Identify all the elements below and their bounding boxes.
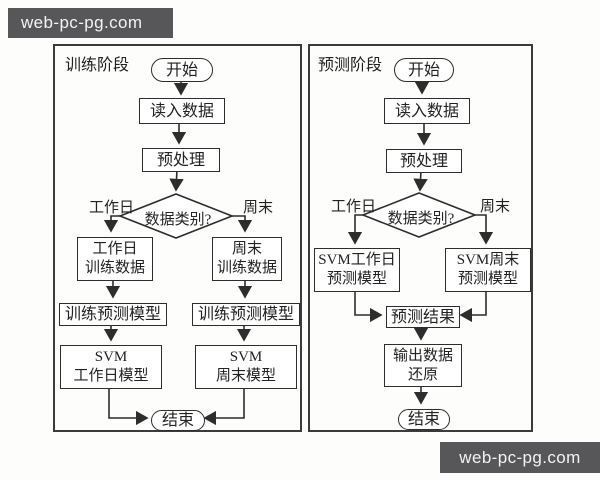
prediction-result-node: 预测结果 (386, 306, 460, 328)
prediction-decision-diamond (360, 192, 478, 238)
prediction-panel-title: 预测阶段 (318, 57, 383, 74)
watermark-text-bottom: web-pc-pg.com (459, 447, 581, 467)
watermark-badge-top: web-pc-pg.com (8, 8, 173, 38)
training-panel-title: 训练阶段 (65, 57, 130, 74)
training-panel: 训练阶段 开始 读入数据 预处理 数据类别? 工作日 周末 工作日 训练数据 周… (53, 44, 302, 432)
prediction-svm-workday-model-node: SVM工作日 预测模型 (314, 248, 400, 292)
prediction-svm-weekend-model-node: SVM周末 预测模型 (445, 248, 531, 292)
training-weekend-data-node: 周末 训练数据 (212, 237, 282, 281)
training-decision-diamond (117, 193, 235, 239)
prediction-decision-label: 数据类别? (387, 210, 455, 227)
prediction-panel: 预测阶段 开始 读入数据 预处理 数据类别? 工作日 周末 SVM工作日 预测模… (308, 44, 533, 432)
training-start-node: 开始 (151, 58, 213, 82)
training-svm-workday-model-node: SVM 工作日模型 (60, 345, 162, 389)
prediction-branch-weekend-label: 周末 (480, 199, 511, 215)
training-train-model-workday-node: 训练预测模型 (59, 303, 167, 326)
prediction-read-data-node: 读入数据 (384, 98, 470, 124)
training-preprocess-node: 预处理 (142, 148, 220, 172)
prediction-branch-workday-label: 工作日 (331, 199, 377, 215)
prediction-output-restore-node: 输出数据 还原 (384, 344, 462, 387)
watermark-badge-bottom: web-pc-pg.com (440, 442, 600, 473)
training-svm-weekend-model-node: SVM 周末模型 (195, 345, 297, 389)
watermark-text-top: web-pc-pg.com (21, 13, 143, 32)
prediction-preprocess-node: 预处理 (386, 149, 462, 173)
training-workday-data-node: 工作日 训练数据 (77, 237, 153, 281)
training-read-data-node: 读入数据 (139, 98, 225, 124)
training-end-node: 结束 (151, 410, 205, 431)
prediction-end-node: 结束 (398, 409, 450, 430)
training-branch-weekend-label: 周末 (243, 200, 274, 216)
prediction-start-node: 开始 (394, 58, 454, 82)
training-train-model-weekend-node: 训练预测模型 (192, 303, 300, 326)
training-branch-workday-label: 工作日 (89, 200, 135, 216)
training-decision-label: 数据类别? (144, 211, 212, 228)
